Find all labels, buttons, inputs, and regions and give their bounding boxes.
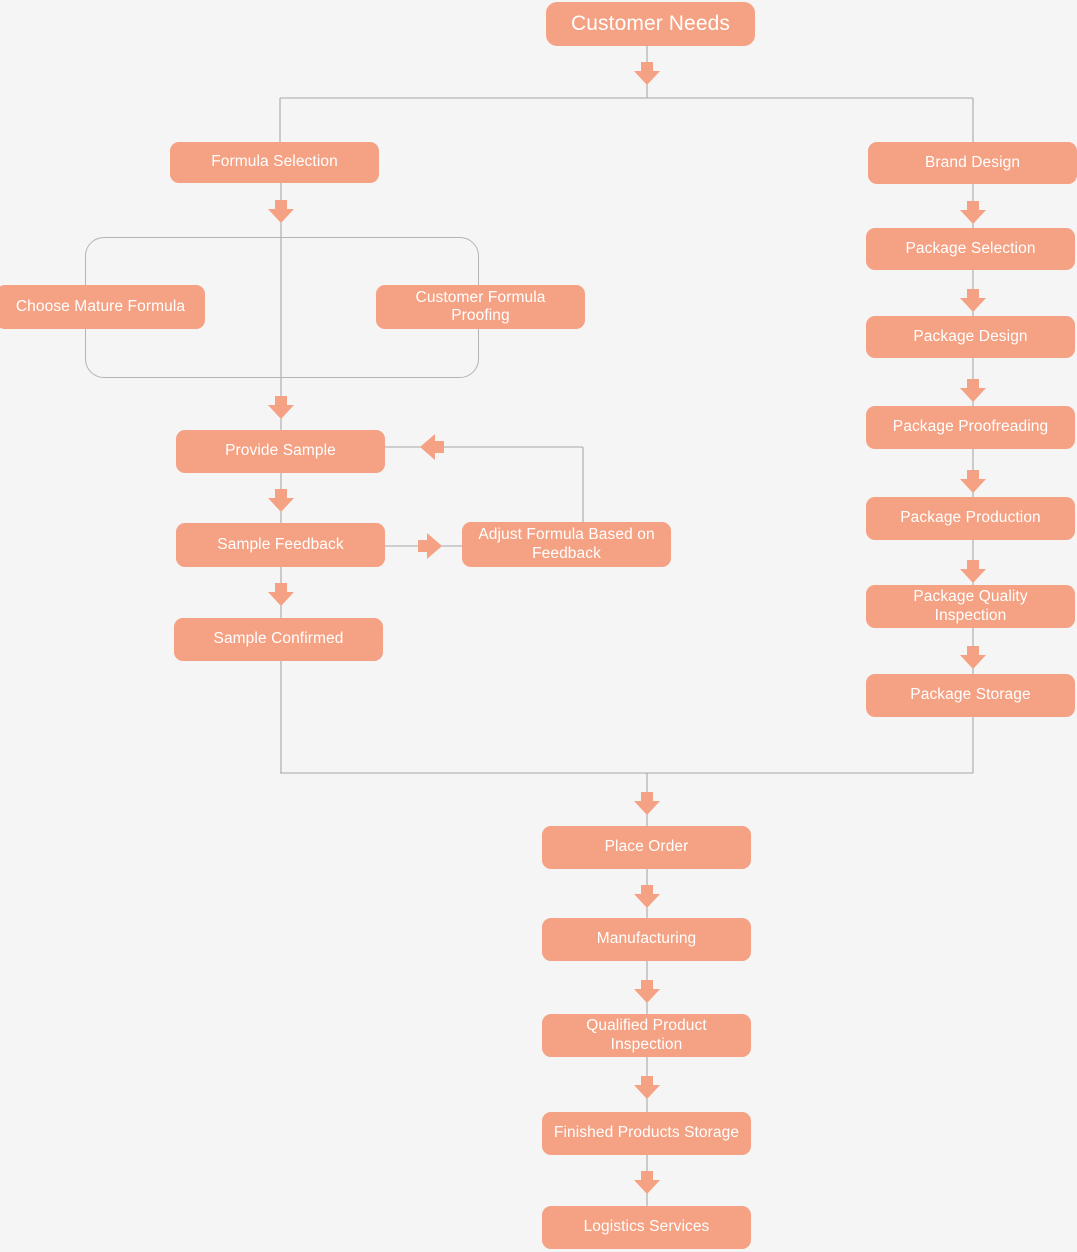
node-label: Package Selection <box>905 239 1036 257</box>
node-qualified-product-inspection[interactable]: Qualified Product Inspection <box>542 1014 751 1057</box>
node-label: Package Proofreading <box>892 418 1049 436</box>
node-package-design[interactable]: Package Design <box>866 316 1075 358</box>
node-label: Qualified Product Inspection <box>586 1017 707 1053</box>
node-label: Adjust Formula Based on Feedback <box>478 526 655 562</box>
node-label: Manufacturing <box>596 930 697 948</box>
node-package-quality-inspection[interactable]: Package Quality Inspection <box>866 585 1075 628</box>
node-label: Formula Selection <box>211 153 338 171</box>
node-package-selection[interactable]: Package Selection <box>866 228 1075 270</box>
node-manufacturing[interactable]: Manufacturing <box>542 918 751 961</box>
node-label: Customer Needs <box>571 11 730 35</box>
node-customer-formula-proofing[interactable]: Customer Formula Proofing <box>376 285 585 329</box>
node-label: Choose Mature Formula <box>15 297 186 315</box>
node-customer-needs[interactable]: Customer Needs <box>546 2 755 46</box>
node-package-storage[interactable]: Package Storage <box>866 674 1075 717</box>
node-label: Package Quality Inspection <box>913 588 1028 624</box>
node-label: Sample Confirmed <box>213 630 344 648</box>
node-package-production[interactable]: Package Production <box>866 497 1075 540</box>
node-sample-confirmed[interactable]: Sample Confirmed <box>174 618 383 661</box>
node-label: Package Production <box>900 509 1041 527</box>
node-label: Customer Formula Proofing <box>415 288 546 324</box>
node-sample-feedback[interactable]: Sample Feedback <box>176 523 385 567</box>
node-formula-selection[interactable]: Formula Selection <box>170 142 379 183</box>
node-label: Provide Sample <box>225 442 336 460</box>
node-label: Place Order <box>604 838 689 856</box>
node-label: Logistics Services <box>583 1218 710 1236</box>
node-adjust-formula-based-on-feedback[interactable]: Adjust Formula Based on Feedback <box>462 522 671 567</box>
node-logistics-services[interactable]: Logistics Services <box>542 1206 751 1249</box>
node-finished-products-storage[interactable]: Finished Products Storage <box>542 1112 751 1155</box>
node-label: Sample Feedback <box>217 535 344 553</box>
node-package-proofreading[interactable]: Package Proofreading <box>866 406 1075 449</box>
node-label: Package Storage <box>910 686 1031 704</box>
node-label: Finished Products Storage <box>553 1124 740 1142</box>
node-brand-design[interactable]: Brand Design <box>868 142 1077 184</box>
node-label: Package Design <box>913 327 1028 345</box>
node-place-order[interactable]: Place Order <box>542 826 751 869</box>
node-choose-mature-formula[interactable]: Choose Mature Formula <box>0 285 205 329</box>
node-label: Brand Design <box>924 153 1021 171</box>
node-provide-sample[interactable]: Provide Sample <box>176 430 385 473</box>
